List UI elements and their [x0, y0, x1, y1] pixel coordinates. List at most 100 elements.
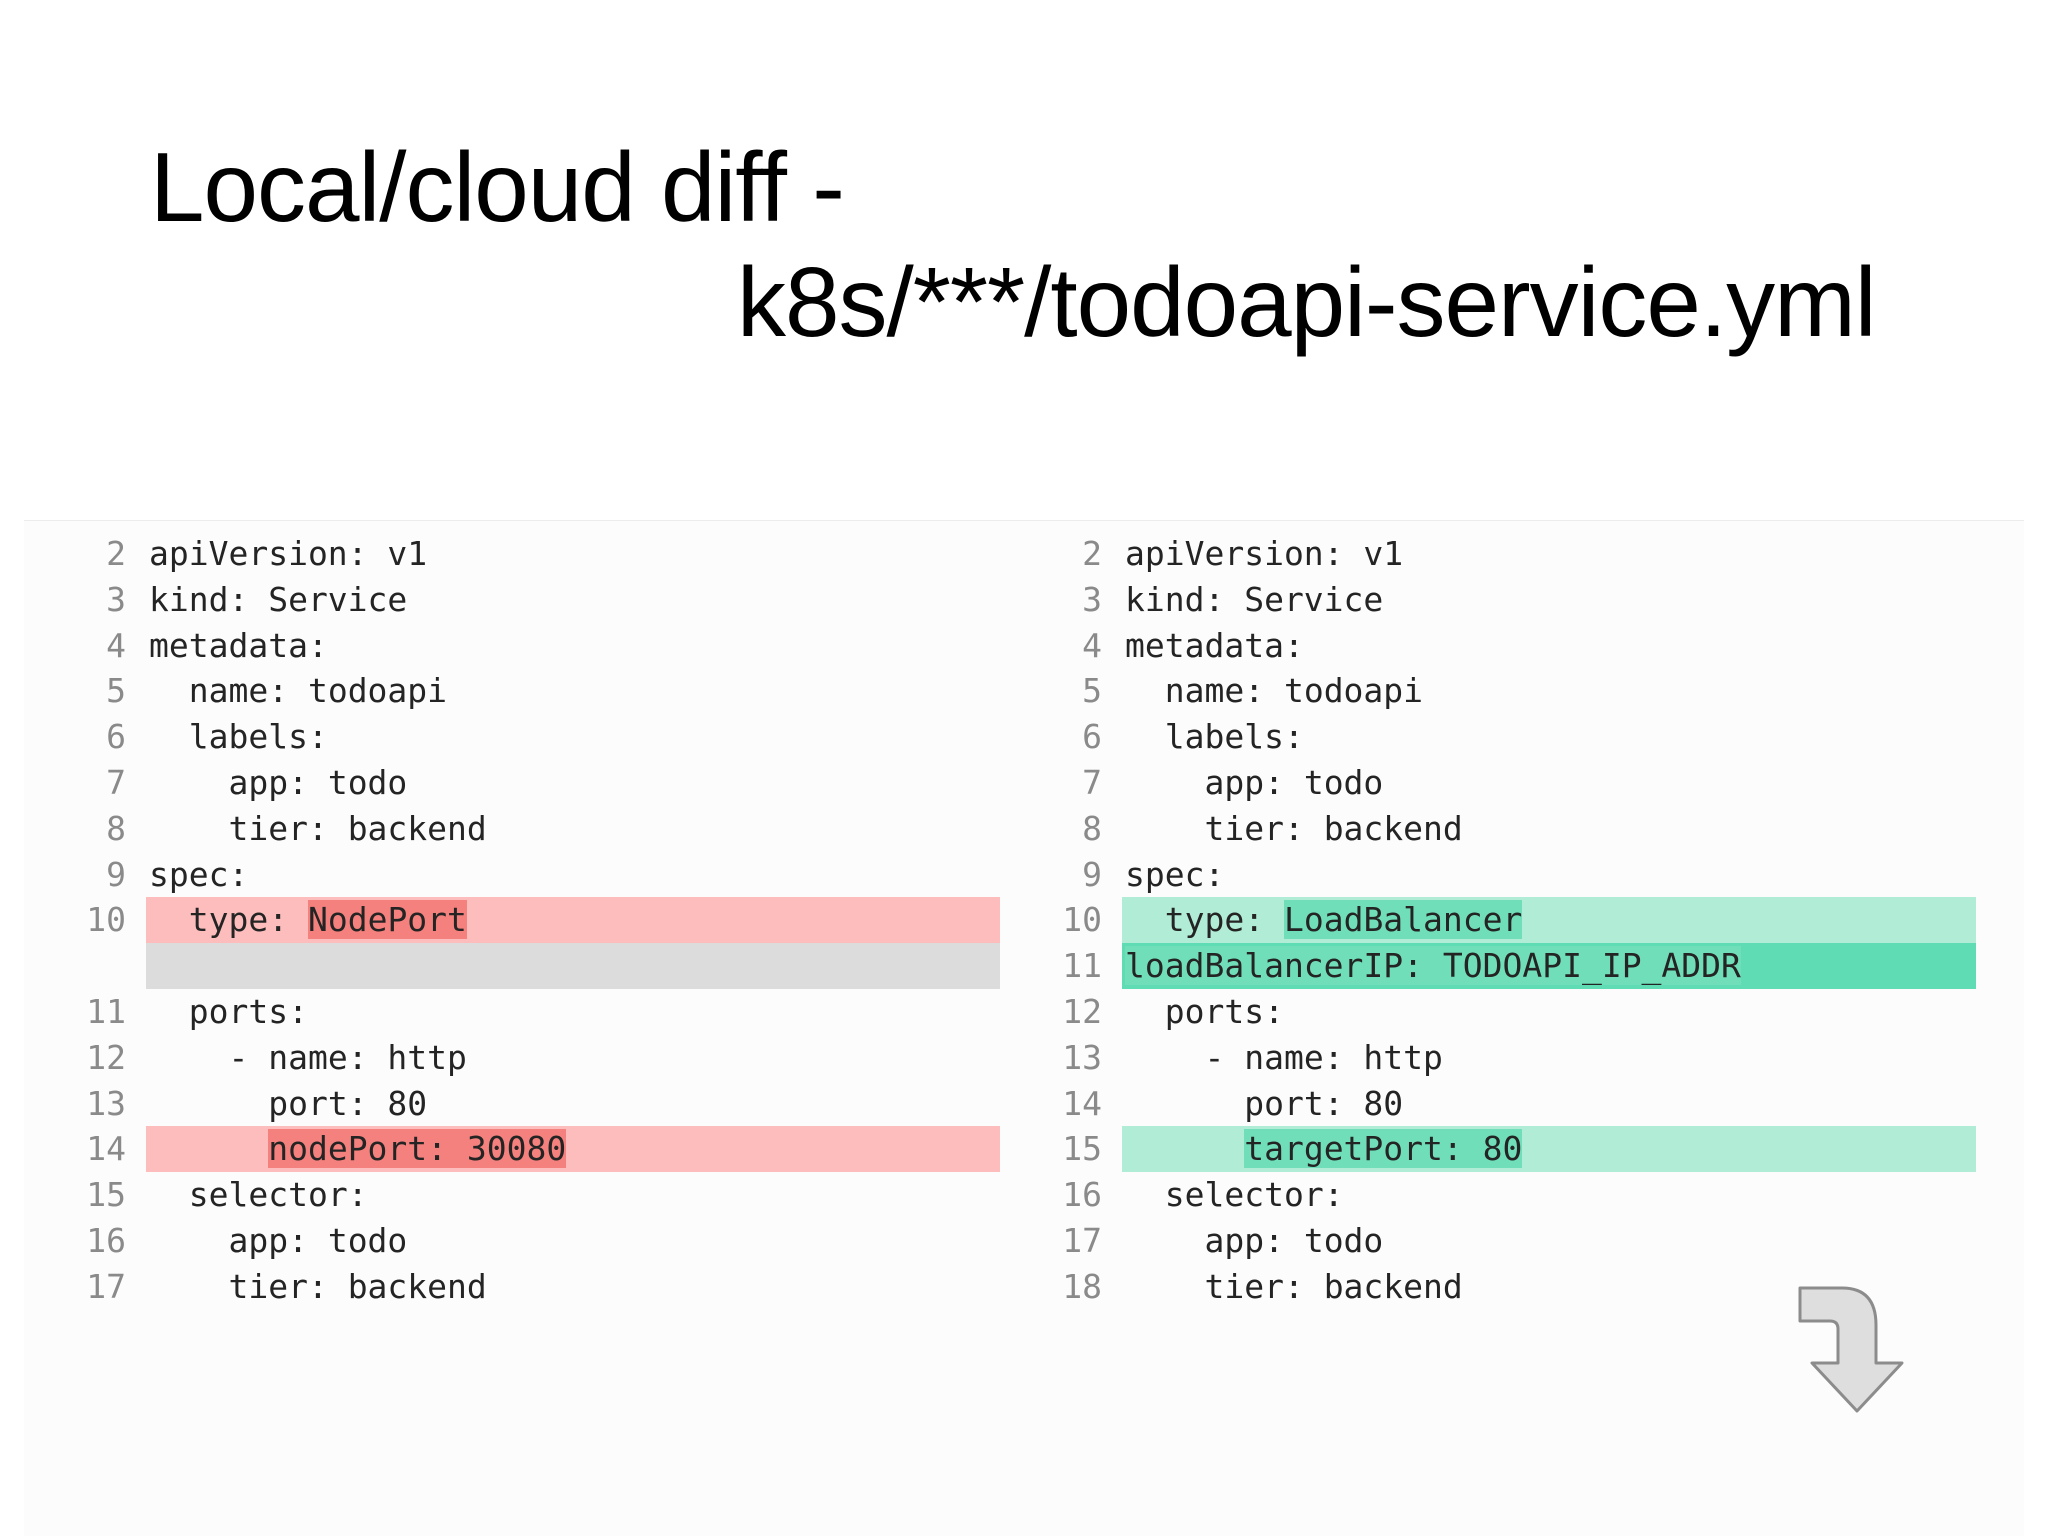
code-indent: [1125, 1038, 1204, 1077]
code-indent: [1125, 1084, 1244, 1123]
diff-line: 7 app: todo: [1000, 760, 2000, 806]
code-indent: [1125, 1221, 1204, 1260]
code-text: kind: Service: [146, 577, 1000, 623]
line-number: 16: [86, 1220, 126, 1260]
code-indent: [149, 1221, 228, 1260]
diff-line: 9 spec:: [24, 852, 1024, 898]
line-number: 7: [106, 762, 126, 802]
line-number: 15: [1062, 1129, 1102, 1169]
code-text: selector:: [1122, 1172, 1976, 1218]
slide-title-line-1: Local/cloud diff -: [150, 132, 845, 242]
line-number: 11: [86, 991, 126, 1031]
code-content: tier: backend: [228, 1266, 487, 1306]
line-number: 4: [106, 625, 126, 665]
line-number: 8: [1082, 808, 1102, 848]
code-text: tier: backend: [146, 806, 1000, 852]
code-text: spec:: [146, 852, 1000, 898]
code-text: tier: backend: [1122, 1264, 1976, 1310]
code-indent: [1125, 809, 1204, 848]
diff-line: 2 apiVersion: v1: [1000, 531, 2000, 577]
added-text-highlight: targetPort: 80: [1244, 1129, 1523, 1169]
code-indent: [1125, 671, 1165, 710]
removed-text-highlight: NodePort: [307, 900, 467, 940]
removed-text-highlight: nodePort: 30080: [268, 1129, 567, 1169]
line-number: 5: [106, 671, 126, 711]
line-number: 17: [86, 1266, 126, 1306]
code-prefix: type:: [1164, 900, 1284, 940]
code-text: name: todoapi: [146, 668, 1000, 714]
line-number: 13: [1062, 1037, 1102, 1077]
code-content: tier: backend: [1204, 1266, 1463, 1306]
diff-line: 13 - name: http: [1000, 1035, 2000, 1081]
code-prefix: type:: [188, 900, 308, 940]
slide-title-line-2: k8s/***/todoapi-service.yml: [737, 247, 1877, 357]
diff-line: 17 app: todo: [1000, 1218, 2000, 1264]
code-text: nodePort: 30080: [146, 1126, 1000, 1173]
line-number: 2: [1082, 534, 1102, 573]
code-content: selector:: [1164, 1175, 1344, 1215]
line-number: 9: [106, 854, 126, 894]
code-indent: [1125, 1129, 1244, 1168]
line-number: 14: [86, 1129, 126, 1169]
line-number: 14: [1062, 1083, 1102, 1123]
code-indent: [149, 717, 189, 756]
code-indent: [149, 1038, 228, 1077]
code-content: port: 80: [268, 1083, 428, 1123]
code-content: spec:: [1125, 854, 1225, 894]
code-indent: [149, 900, 189, 939]
line-number: 11: [1062, 946, 1102, 986]
code-content: app: todo: [228, 762, 408, 802]
diff-line: 2 apiVersion: v1: [24, 531, 1024, 577]
code-text: labels:: [1122, 714, 1976, 760]
code-content: name: todoapi: [188, 671, 448, 711]
code-indent: [149, 809, 228, 848]
line-number: 18: [1062, 1266, 1102, 1306]
code-content: metadata:: [149, 625, 328, 665]
code-content: ports:: [188, 991, 308, 1031]
code-text: app: todo: [146, 1218, 1000, 1264]
line-number: 3: [106, 579, 126, 619]
code-text: kind: Service: [1122, 577, 1976, 623]
diff-line: 16 selector:: [1000, 1172, 2000, 1218]
diff-line: 14 nodePort: 30080: [24, 1126, 1024, 1173]
diff-line: 3 kind: Service: [24, 577, 1024, 623]
line-number: 6: [106, 717, 126, 757]
code-content: tier: backend: [1204, 808, 1463, 848]
code-content: - name: http: [1204, 1037, 1443, 1077]
code-text: tier: backend: [146, 1264, 1000, 1310]
code-content: labels:: [188, 717, 328, 757]
code-indent: [149, 1175, 189, 1214]
code-content: port: 80: [1244, 1083, 1404, 1123]
turn-down-arrow-icon[interactable]: [1798, 1285, 1910, 1415]
code-text: type: NodePort: [146, 897, 1000, 944]
added-text-highlight: loadBalancerIP: TODOAPI_IP_ADDR: [1125, 946, 1741, 986]
line-number: 4: [1082, 625, 1102, 665]
line-number: 2: [106, 534, 126, 573]
code-text: name: todoapi: [1122, 668, 1976, 714]
diff-line: 11 loadBalancerIP: TODOAPI_IP_ADDR: [1000, 943, 2000, 989]
diff-line: 11 ports:: [24, 989, 1024, 1035]
line-number: 13: [86, 1083, 126, 1123]
code-indent: [149, 1129, 268, 1168]
code-indent: [149, 1267, 228, 1306]
code-indent: [1125, 1175, 1165, 1214]
code-text: apiVersion: v1: [146, 531, 1000, 577]
code-content: kind: Service: [1125, 579, 1384, 619]
code-indent: [149, 763, 228, 802]
code-content: labels:: [1164, 717, 1304, 757]
diff-line: 15 targetPort: 80: [1000, 1126, 2000, 1173]
code-text: loadBalancerIP: TODOAPI_IP_ADDR: [1122, 943, 1976, 989]
code-content: app: todo: [1204, 762, 1384, 802]
code-content: apiVersion: v1: [149, 534, 428, 573]
line-number: 5: [1082, 671, 1102, 711]
code-text: apiVersion: v1: [1122, 531, 1976, 577]
code-content: selector:: [188, 1175, 368, 1215]
code-text: [146, 943, 1000, 989]
code-text: tier: backend: [1122, 806, 1976, 852]
code-text: ports:: [1122, 989, 1976, 1035]
code-indent: [1125, 900, 1165, 939]
line-number: 6: [1082, 717, 1102, 757]
